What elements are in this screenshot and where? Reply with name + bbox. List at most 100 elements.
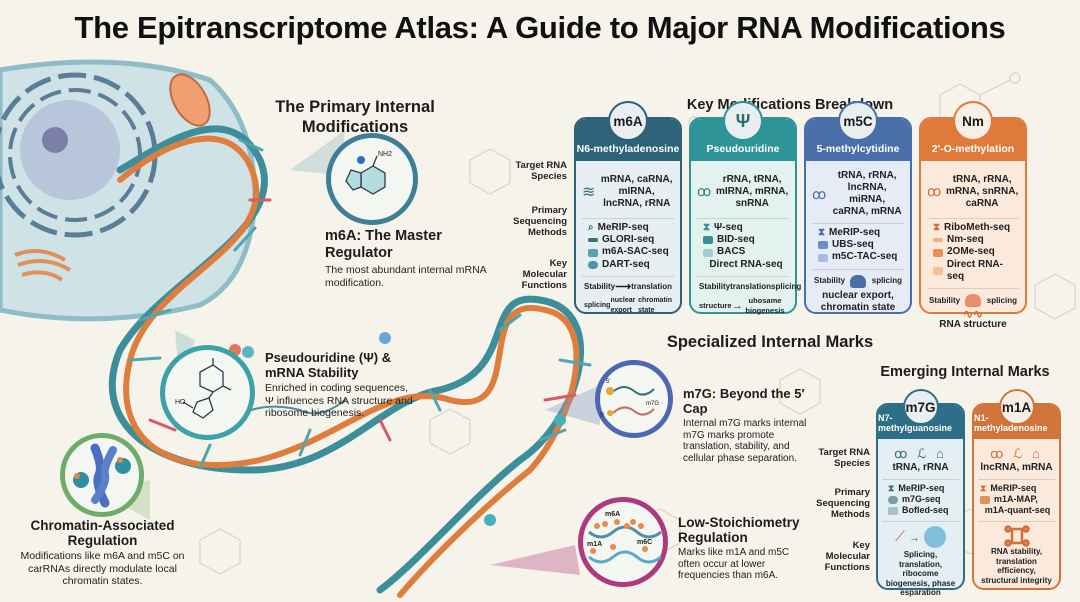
- method-item: Direct RNA-seq: [709, 258, 783, 270]
- method-item: GLORI-seq: [602, 234, 655, 246]
- nm-function-extra: RNA structure: [939, 319, 1007, 331]
- modification-card-nm[interactable]: Nm 2′-O-methylation ꝏ tRNA, rRNA, mRNA, …: [919, 101, 1027, 330]
- modification-card-m7g[interactable]: m7G N7-methylguanosine ꝏ ℒ ⌂ tRNA, rRNA …: [876, 389, 965, 597]
- m1a-badge: m1A: [998, 389, 1035, 425]
- m7g-label: m7G: [646, 401, 659, 407]
- method-icon: [933, 248, 943, 257]
- function-item: Stability: [929, 295, 961, 305]
- method-icon: [588, 260, 598, 269]
- m7g-functions: ⟋ → Splicing, translation, ribocome biog…: [882, 522, 959, 602]
- pseudouridine-methods: ⧗Ψ-seq BID-seq BACS Direct RNA-seq: [697, 219, 789, 277]
- function-item: uhosame biogenesis: [745, 295, 785, 315]
- phase-droplet-icon: [923, 525, 946, 548]
- chromatin-callout-title: Chromatin-Associated Regulation: [30, 518, 175, 548]
- method-item: BID-seq: [717, 234, 755, 246]
- method-icon: [588, 238, 598, 243]
- arrow-icon: ⟶: [615, 280, 631, 293]
- low-stoichiometry-diagram-circle: m6A m1A m6C: [578, 497, 668, 587]
- adenine-structure-icon: NH2: [345, 151, 392, 195]
- hourglass-icon: ⧗: [980, 483, 987, 493]
- cell-illustration: [0, 59, 258, 322]
- dna-helix: [108, 125, 592, 598]
- method-item: m1A-quant-seq: [984, 505, 1051, 515]
- method-icon: [933, 266, 943, 275]
- method-icon: [818, 241, 828, 250]
- structural-scaffold-icon: [1003, 525, 1030, 547]
- method-item: m7G-seq: [902, 494, 941, 504]
- method-item: m1A-MAP,: [994, 494, 1038, 504]
- search-icon: ⌕: [588, 222, 594, 233]
- function-item: structure: [699, 300, 732, 310]
- five-prime-label-2: 5′: [600, 413, 605, 419]
- arrow-icon: →: [909, 533, 920, 544]
- m6a-functions: Stability ⟶ translation splicing nuclear…: [582, 277, 674, 323]
- specialized-section-heading: Specialized Internal Marks: [666, 333, 874, 351]
- m6a-methods: ⌕MeRIP-seq GLORI-seq m6A-SAC-seq DART-se…: [582, 219, 674, 277]
- method-icon: [980, 495, 990, 504]
- m1a-functions: RNA stability, translation efficiency, s…: [978, 522, 1055, 590]
- m7g-callout: m7G: Beyond the 5′ Cap Internal m7G mark…: [683, 386, 808, 464]
- function-item: translation: [631, 281, 672, 291]
- hourglass-icon: ⧗: [888, 483, 895, 493]
- m1a-species: lncRNA, mRNA: [980, 462, 1053, 473]
- method-icon: [703, 248, 713, 257]
- m6a-callout-body: The most abundant internal mRNA modifica…: [325, 264, 487, 289]
- nm-functions: Stability splicing ∿∿ RNA structure: [927, 289, 1019, 336]
- m5c-function-extra: nuclear export, chromatin state: [820, 289, 896, 313]
- pseudouridine-structure-callout: HO: [160, 345, 255, 440]
- method-item: Nm-seq: [947, 234, 984, 246]
- m1a-mark-label: m1A: [587, 541, 602, 548]
- function-item: Stability: [584, 281, 616, 291]
- m6a-badge: m6A: [608, 101, 648, 141]
- function-item: translation: [730, 281, 772, 291]
- method-icon: [888, 506, 898, 515]
- breakdown-heading: Key Modifications Breakdown: [686, 97, 894, 113]
- pseudouridine-species: rRNA, tRNA, mIRNA, mRNA, snRNA: [716, 173, 789, 209]
- method-item: MeRIP-seq: [898, 483, 945, 493]
- method-item: UBS-seq: [832, 239, 874, 251]
- method-item: DART-seq: [602, 258, 650, 270]
- primary-section-heading: The Primary Internal Modifications: [275, 98, 435, 136]
- low-stoichiometry-callout: Low-Stoichiometry Regulation Marks like …: [678, 515, 808, 582]
- method-item: Bofled-seq: [902, 505, 949, 515]
- m6a-callout: m6A: The Master Regulator The most abund…: [325, 228, 495, 289]
- modification-card-m5c[interactable]: m5C 5-methylcytidine ꝏ tRNA, rRNA, lncRN…: [804, 101, 912, 314]
- modification-card-m1a[interactable]: m1A N1-methyladenosine ꝏ ℒ ⌂ lncRNA, mRN…: [972, 389, 1061, 590]
- modification-card-m6a[interactable]: m6A N6-methyladenosine ≋ mRNA, caRNA, mI…: [574, 101, 682, 314]
- emerging-row-label-sequencing-methods: Primary Sequencing Methods: [816, 487, 870, 520]
- nm-methods: ⧗RiboMeth-seq Nm-seq 2OMe-seq Direct RNA…: [927, 219, 1019, 290]
- method-icon: [818, 253, 828, 262]
- m7g-callout-body: Internal m7G marks internal m7G marks pr…: [683, 418, 807, 464]
- function-item: Stability: [814, 276, 846, 286]
- row-label-sequencing-methods: Primary Sequencing Methods: [513, 205, 567, 238]
- m5c-functions: Stability splicing nuclear export, chrom…: [812, 270, 904, 319]
- hourglass-icon: ⧗: [933, 222, 941, 233]
- low-stoichiometry-callout-body: Marks like m1A and m5C often occur at lo…: [678, 547, 790, 581]
- low-stoichiometry-callout-title: Low-Stoichiometry Regulation: [678, 515, 800, 545]
- nh2-label: NH2: [378, 151, 392, 158]
- m7g-function-text: Splicing, translation, ribocome biogenes…: [885, 550, 956, 597]
- method-item: MeRIP-seq: [597, 222, 649, 233]
- trna-icon: ꝏ: [927, 183, 942, 199]
- trna-icon: ꝏ: [812, 185, 827, 202]
- m5c-methods: ⧗MeRIP-seq UBS-seq m5C-TAC-seq: [812, 224, 904, 270]
- method-item: MeRIP-seq: [990, 483, 1037, 493]
- method-icon: [933, 238, 943, 243]
- m5c-badge: m5C: [838, 101, 878, 141]
- m6a-structure-callout: NH2: [326, 133, 418, 225]
- function-item: chromatin state: [638, 296, 672, 314]
- arrow-icon: →: [731, 299, 743, 312]
- pseudouridine-badge: Ψ: [723, 101, 763, 141]
- modification-card-pseudouridine[interactable]: Ψ Pseudouridine ꝏ rRNA, tRNA, mIRNA, mRN…: [689, 101, 801, 315]
- dna-icon: ≋: [582, 183, 596, 201]
- chromatin-callout-body: Modifications like m6A and m5C on carRNA…: [20, 550, 185, 587]
- method-item: MeRIP-seq: [829, 227, 881, 238]
- m7g-rna-diagram: 5′ 5′ m7G: [600, 379, 659, 419]
- dna-icon: ⟋: [895, 528, 905, 544]
- m7g-callout-title: m7G: Beyond the 5′ Cap: [683, 386, 805, 416]
- m7g-species: tRNA, rRNA: [892, 462, 949, 473]
- hourglass-icon: ⧗: [818, 227, 826, 238]
- emerging-row-label-molecular-functions: Key Molecular Functions: [824, 540, 870, 573]
- method-item: m5C-TAC-seq: [832, 251, 898, 263]
